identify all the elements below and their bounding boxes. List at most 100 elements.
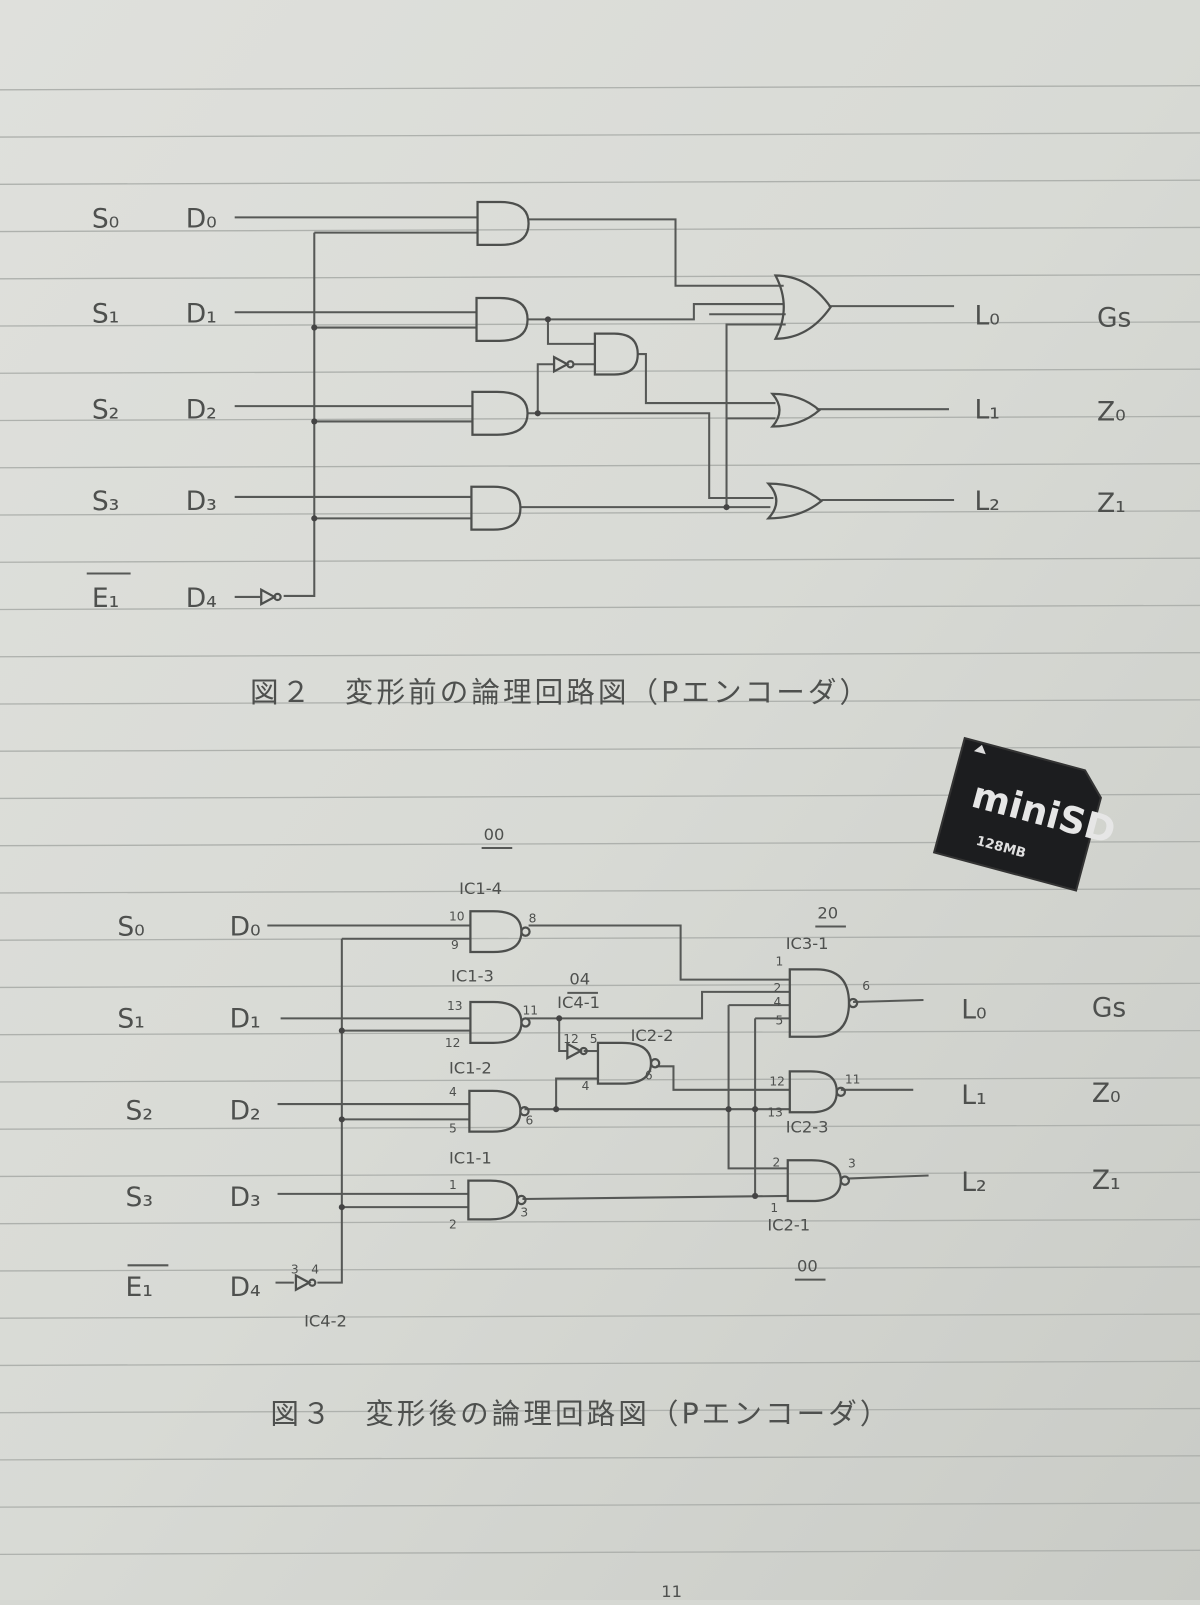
ruled-line <box>0 226 1200 233</box>
ruled-line <box>0 935 1200 941</box>
pin-number: 12 <box>769 1075 785 1089</box>
wire <box>846 1174 929 1180</box>
junction-dot <box>311 324 318 331</box>
pin-number: 12 <box>563 1032 579 1046</box>
ic-label: IC1-2 <box>449 1058 492 1077</box>
pin-number: 5 <box>449 1122 457 1136</box>
junction-dot <box>725 1106 732 1113</box>
inversion-bubble <box>839 1175 851 1186</box>
ruled-line <box>0 1077 1200 1083</box>
ruled-line <box>0 1218 1200 1225</box>
junction-dot <box>338 1116 345 1123</box>
inversion-bubble <box>520 1017 531 1028</box>
ruled-line <box>0 415 1200 422</box>
pin-number: 4 <box>773 995 781 1009</box>
input-data-label: D₁ <box>186 298 217 329</box>
pin-number: 4 <box>311 1262 319 1276</box>
pin-number: 8 <box>529 911 537 925</box>
inversion-bubble <box>649 1058 661 1069</box>
ic-label: IC2-1 <box>767 1216 810 1235</box>
ruled-line <box>0 1266 1200 1272</box>
output-label: L₁ <box>974 394 999 425</box>
output-code-label: Gs <box>1092 992 1126 1023</box>
inversion-bubble <box>579 1046 588 1056</box>
input-data-label: D₁ <box>230 1004 261 1035</box>
inversion-bubble <box>519 1106 530 1117</box>
or-gate <box>769 392 822 428</box>
ruled-line <box>0 179 1200 185</box>
pin-number: 1 <box>770 1201 778 1215</box>
pin-number: 9 <box>451 938 459 952</box>
pin-number: 1 <box>449 1178 457 1192</box>
input-select-label: S₀ <box>92 204 119 235</box>
input-select-label: S₁ <box>117 1004 144 1035</box>
ruled-line <box>0 368 1200 374</box>
junction-dot <box>553 1106 560 1113</box>
input-data-label: D₀ <box>230 912 261 943</box>
wire <box>526 990 790 1020</box>
input-data-label: D₃ <box>230 1182 261 1213</box>
ruled-line <box>0 1360 1200 1367</box>
inversion-bubble <box>566 360 575 369</box>
pin-number: 2 <box>449 1218 457 1232</box>
ruled-line <box>0 888 1200 894</box>
pin-number: 13 <box>447 999 463 1013</box>
ic-label: IC4-2 <box>304 1312 347 1331</box>
ruled-line <box>0 604 1200 611</box>
junction-dot <box>752 1192 759 1199</box>
pin-number: 6 <box>862 979 870 993</box>
input-select-label: S₃ <box>126 1182 153 1213</box>
wire <box>853 998 924 1004</box>
wire <box>283 232 316 597</box>
not-gate-ic4-1 <box>566 1041 583 1061</box>
pin-number: 1 <box>776 954 784 968</box>
wire <box>522 1194 788 1200</box>
and-gate <box>476 200 530 247</box>
not-gate <box>552 355 570 374</box>
ruled-line <box>0 321 1200 327</box>
ruled-line <box>0 510 1200 516</box>
wire <box>558 1018 568 1053</box>
junction-dot <box>534 410 541 417</box>
pin-number: 6 <box>526 1113 534 1127</box>
input-select-label: S₁ <box>92 298 119 329</box>
ic-label: IC2-3 <box>786 1118 829 1137</box>
chip-type-label: 00 <box>484 825 505 844</box>
wire <box>527 303 784 321</box>
ruled-lines <box>0 85 1200 1556</box>
ic-label: IC1-3 <box>451 967 494 986</box>
pin-number: 2 <box>773 981 781 995</box>
not-gate <box>260 587 277 606</box>
or-gate <box>773 274 832 340</box>
wire <box>725 323 786 508</box>
ruled-line <box>0 1124 1200 1130</box>
input-select-label: E₁ <box>126 1272 153 1303</box>
junction-dot <box>723 504 730 511</box>
pin-number: 10 <box>449 909 465 923</box>
ic-label: IC3-1 <box>786 934 829 953</box>
pin-number: 3 <box>520 1205 528 1219</box>
ruled-line <box>0 1029 1200 1036</box>
pin-number: 11 <box>845 1073 861 1087</box>
wire <box>317 938 343 1284</box>
pin-number: 3 <box>848 1156 856 1170</box>
wire <box>536 363 555 414</box>
wire <box>656 1065 790 1091</box>
output-code-label: Gs <box>1097 303 1131 334</box>
output-code-label: Z₁ <box>1092 1165 1121 1196</box>
inversion-bubble <box>847 997 859 1009</box>
chip-type-label: 20 <box>817 903 838 922</box>
ruled-line <box>0 463 1200 469</box>
wire <box>527 412 774 499</box>
wire <box>727 1005 788 1170</box>
ruled-line <box>0 557 1200 563</box>
output-label: L₀ <box>961 994 986 1025</box>
input-data-label: D₂ <box>186 394 217 425</box>
gates <box>260 200 859 1292</box>
and-gate <box>475 296 529 342</box>
wire <box>637 353 776 405</box>
ic-label: IC1-4 <box>459 879 502 898</box>
pin-number: 12 <box>445 1036 461 1050</box>
junction-dot <box>338 1204 345 1211</box>
